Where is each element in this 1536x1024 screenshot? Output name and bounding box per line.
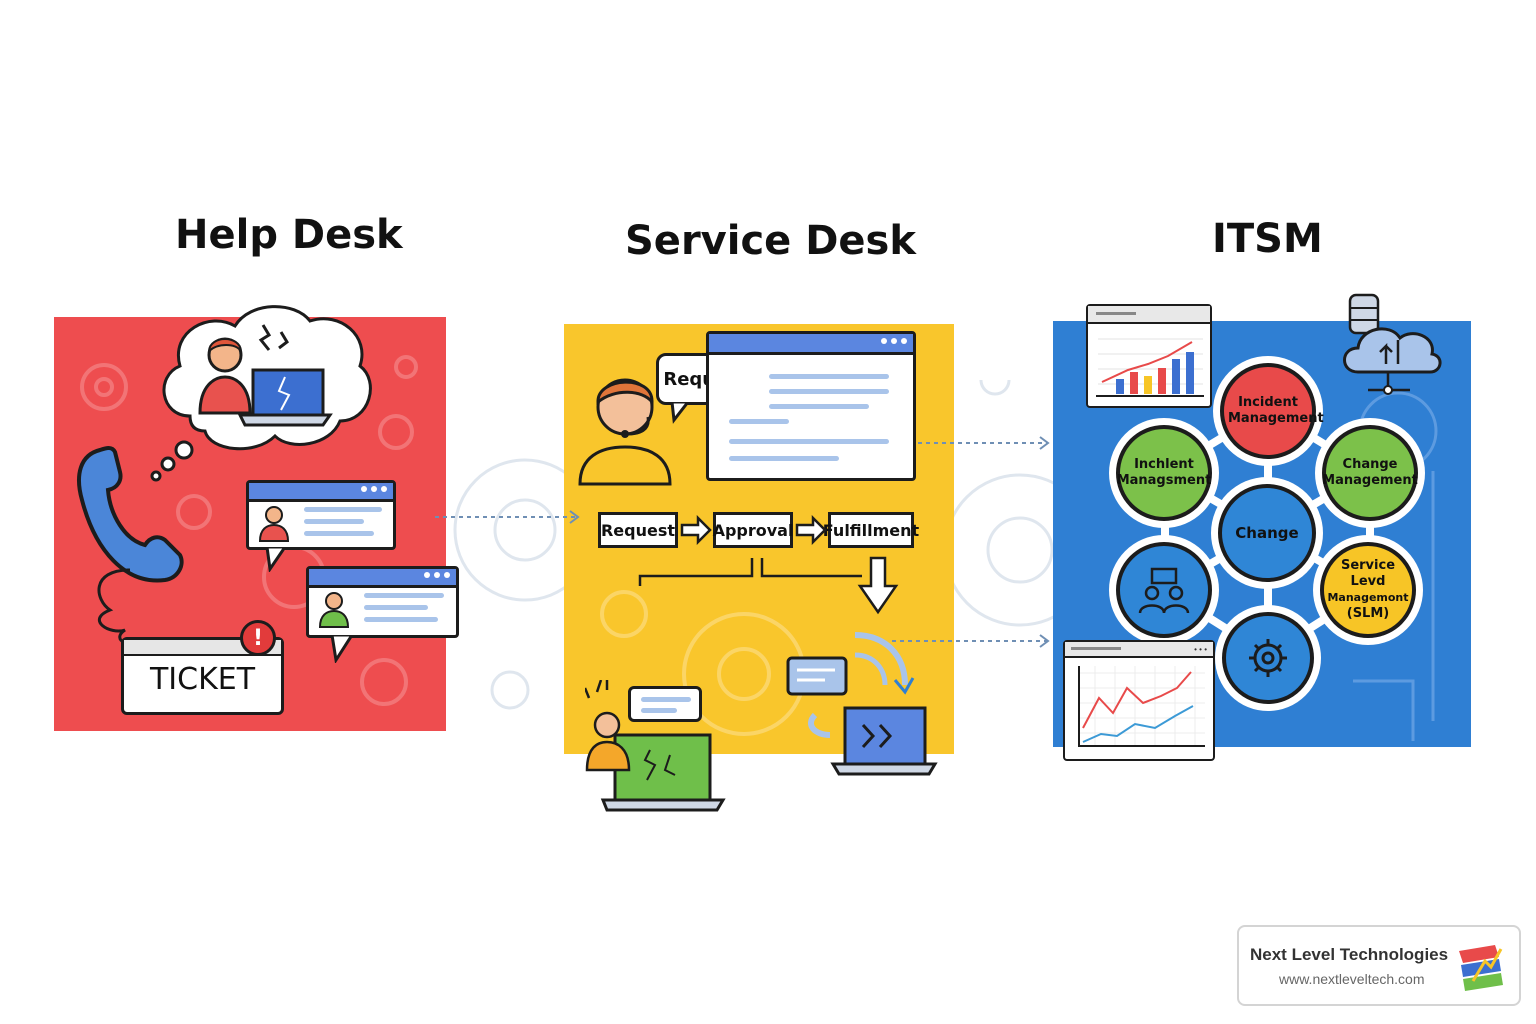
node-label: Service: [1340, 558, 1396, 573]
phone-icon: [77, 446, 184, 646]
node-incident-management-2: Inchlent Managsment: [1116, 425, 1212, 521]
flow-connectors: [638, 558, 862, 586]
gear-icon: [80, 355, 418, 706]
help-desk-title: Help Desk: [175, 212, 403, 258]
alert-icon: !: [240, 620, 276, 656]
node-label: (SLM): [1346, 606, 1390, 621]
bubble-tail: [670, 402, 690, 424]
node-team: [1116, 542, 1212, 638]
brand-logo-icon: [1459, 945, 1503, 991]
node-label: Change: [1235, 524, 1299, 542]
node-service-level-management: Service Levd Managemont (SLM): [1320, 542, 1416, 638]
ticket-label: TICKET: [149, 662, 256, 697]
itsm-title: ITSM: [1212, 216, 1323, 262]
team-icon: [1138, 567, 1190, 614]
chat-tail: [265, 547, 287, 572]
chat-window-icon: [628, 686, 702, 722]
laptop-icon: [786, 632, 938, 776]
cloud-server-icon: [1343, 293, 1442, 395]
person-icon: [318, 592, 350, 628]
node-label: Managemont: [1327, 591, 1409, 604]
chat-window-icon: [246, 480, 396, 550]
node-incident-management: Incident Management: [1220, 363, 1324, 459]
bar-chart-graphic: [1096, 338, 1204, 397]
stress-marks: [258, 324, 289, 351]
ticket-icon: TICKET: [121, 637, 284, 715]
line-chart-icon: • • •: [1063, 640, 1215, 761]
service-desk-title: Service Desk: [625, 218, 916, 264]
laptop-icon: [237, 368, 333, 427]
chat-tail: [330, 635, 354, 663]
person-icon: [258, 506, 290, 542]
thought-bubbles: [150, 440, 194, 482]
node-label: Levd: [1350, 574, 1386, 589]
brand-card: Next Level Technologies www.nextleveltec…: [1237, 925, 1521, 1006]
node-label: Inchlent: [1134, 457, 1194, 472]
browser-window-icon: [706, 331, 916, 481]
node-label: Managsment: [1116, 473, 1212, 488]
bar-chart-icon: [1086, 304, 1212, 408]
line-chart-graphic: [1078, 666, 1205, 747]
laptop-icon: [585, 680, 726, 812]
arrow-right-icon: [680, 515, 712, 545]
flow-step-approval: Approval: [713, 512, 793, 548]
node-label: Management: [1322, 473, 1418, 488]
gear-icon: [1249, 639, 1287, 677]
arrow-right-icon: [795, 515, 827, 545]
chat-window-icon: [306, 566, 459, 638]
connector-arrows: [435, 436, 1050, 648]
headset-agent-icon: [578, 378, 672, 486]
flow-step-fulfillment: Fulfillment: [823, 512, 919, 548]
flow-step-request: Request: [598, 512, 678, 548]
node-label: Change: [1342, 457, 1398, 472]
person-icon: [198, 337, 252, 415]
node-change: Change: [1218, 484, 1316, 582]
node-settings: [1222, 612, 1314, 704]
node-label: Incident Management: [1228, 395, 1324, 426]
brand-name: Next Level Technologies: [1250, 945, 1449, 964]
arrow-down-icon: [857, 556, 899, 615]
node-change-management: Change Management: [1322, 425, 1418, 521]
brand-url: www.nextleveltech.com: [1279, 971, 1425, 987]
